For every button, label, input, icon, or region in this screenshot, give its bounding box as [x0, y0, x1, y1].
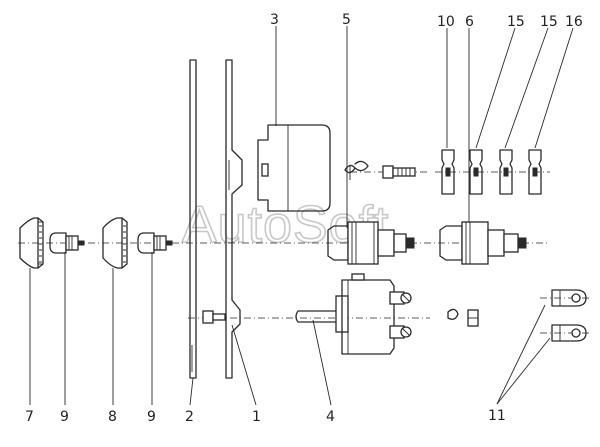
small-clip	[447, 308, 479, 327]
callout-4: 4	[326, 409, 335, 425]
callout-15a: 15	[507, 14, 525, 30]
part-10-clip	[441, 149, 455, 195]
part-8-knob	[102, 217, 128, 269]
part-5-switch	[327, 221, 415, 265]
part-15-clip-b	[499, 149, 513, 195]
callout-5: 5	[342, 12, 351, 28]
part-7-knob	[19, 217, 44, 269]
panel-screw	[202, 310, 226, 324]
part-11-terminal-bottom	[551, 324, 587, 342]
part-16-clip	[528, 149, 542, 195]
callout-15b: 15	[540, 14, 558, 30]
part-9-bulb-right	[137, 232, 173, 254]
spring-clip	[344, 160, 369, 180]
part-4-toggle-switch	[295, 273, 412, 355]
callout-8: 8	[108, 409, 117, 425]
leader-lines	[29, 26, 574, 406]
callout-7: 7	[25, 409, 34, 425]
callout-9b: 9	[147, 409, 156, 425]
callout-labels: 3 5 10 6 15 15 16 7 9 8 9 2 1 4 11	[25, 12, 583, 425]
part-15-clip-a	[469, 149, 483, 195]
callout-11: 11	[488, 408, 506, 424]
callout-10: 10	[437, 14, 455, 30]
callout-1: 1	[252, 409, 261, 425]
callout-9a: 9	[60, 409, 69, 425]
part-11-terminal-top	[551, 289, 587, 307]
callout-2: 2	[185, 409, 194, 425]
callout-16: 16	[565, 14, 583, 30]
part-3-housing	[257, 124, 331, 212]
part-1-panel	[225, 59, 243, 379]
part-6-switch	[439, 221, 527, 265]
part-9-bulb-left	[49, 232, 85, 254]
small-screw	[382, 165, 416, 179]
part-2-panel	[189, 59, 197, 379]
callout-6: 6	[465, 14, 474, 30]
callout-3: 3	[270, 12, 279, 28]
